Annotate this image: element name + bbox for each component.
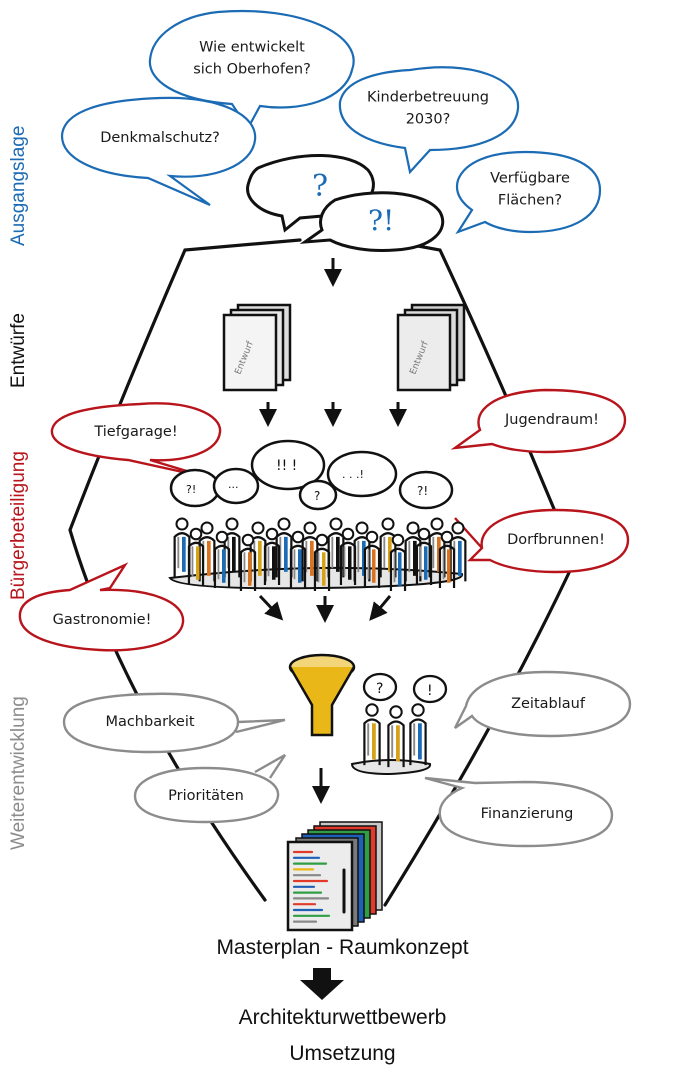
bubble-zeitablauf bbox=[453, 670, 632, 738]
flaechen-line2: Flächen? bbox=[497, 193, 563, 209]
crowd-bubble-3: ? bbox=[314, 489, 320, 503]
finanzierung-text: Finanzierung bbox=[480, 805, 574, 822]
bubble-prioritaeten bbox=[133, 753, 287, 824]
crowd-back-person-3 bbox=[263, 527, 281, 586]
bubble-jugendraum bbox=[450, 388, 627, 454]
crowd-person-0 bbox=[173, 517, 191, 578]
team-person-2 bbox=[409, 703, 427, 766]
bubble-denkmalschutz bbox=[60, 96, 257, 207]
crowd-back-person-5 bbox=[313, 533, 331, 592]
crowd-back-person-8 bbox=[389, 533, 407, 592]
crowd-back-person-7 bbox=[363, 530, 381, 589]
flaechen-line1: Verfügbare bbox=[490, 170, 570, 187]
crowd-back-person-4 bbox=[289, 530, 307, 589]
bubble-machbarkeit bbox=[62, 692, 286, 754]
bubble-text-oberhofen: Wie entwickelt sich Oberhofen? bbox=[193, 37, 311, 82]
crowd-back-person-6 bbox=[339, 527, 357, 586]
phase-label-buergerbeteiligung: Bürgerbeteiligung bbox=[8, 451, 29, 600]
crowd-person-1 bbox=[198, 521, 216, 582]
bubble-verfuegbare-flaechen bbox=[455, 150, 602, 235]
wettbewerb-title: Architekturwettbewerb bbox=[238, 1006, 447, 1029]
mark-single: ? bbox=[312, 169, 328, 204]
masterplan-title: Masterplan - Raumkonzept bbox=[216, 936, 469, 959]
crowd-back-person-2 bbox=[239, 533, 257, 592]
crowd-bubble-4: . . .! bbox=[342, 468, 364, 481]
crowd-back-person-9 bbox=[415, 527, 433, 586]
crowd-person-10 bbox=[428, 517, 446, 578]
crowd-bubble-0: ?! bbox=[186, 483, 196, 496]
team-person-0 bbox=[363, 703, 381, 766]
question-bubbles bbox=[246, 154, 445, 252]
filter-funnel bbox=[288, 653, 356, 737]
denkmal-text: Denkmalschutz? bbox=[100, 129, 220, 146]
result-arrow bbox=[300, 968, 344, 1000]
crowd-bubble-1: ... bbox=[228, 478, 239, 491]
bubble-oberhofen bbox=[148, 9, 355, 131]
flow-arrows bbox=[258, 258, 407, 804]
zeitablauf-text: Zeitablauf bbox=[511, 695, 585, 712]
phase-label-ausgangslage: Ausgangslage bbox=[8, 125, 29, 246]
draft-stack-right bbox=[396, 303, 466, 392]
crowd-bubble-2: !! ! bbox=[276, 458, 297, 474]
phase-label-entwuerfe: Entwürfe bbox=[8, 313, 29, 388]
umsetzung-title: Umsetzung bbox=[289, 1042, 396, 1065]
team-bubble-1: ! bbox=[427, 683, 433, 699]
crowd-person-9 bbox=[404, 521, 422, 582]
planning-team bbox=[350, 703, 431, 776]
gastronomie-text: Gastronomie! bbox=[52, 611, 152, 628]
phase-label-weiterentwicklung: Weiterentwicklung bbox=[8, 696, 29, 850]
jugendraum-text: Jugendraum! bbox=[505, 411, 599, 428]
team-speech-bubbles bbox=[362, 672, 448, 704]
bubble-gastronomie bbox=[18, 562, 185, 652]
oberhofen-line1: Wie entwickelt bbox=[199, 39, 305, 56]
bubble-kinderbetreuung bbox=[338, 66, 520, 175]
crowd-person-5 bbox=[301, 521, 319, 582]
citizen-crowd bbox=[168, 517, 467, 592]
oberhofen-line2: sich Oberhofen? bbox=[193, 62, 311, 78]
bubble-text-kinder: Kinderbetreuung 2030? bbox=[367, 87, 489, 132]
mark-double: ?! bbox=[368, 204, 394, 237]
crowd-bubble-5: ?! bbox=[417, 484, 428, 498]
team-person-1 bbox=[387, 705, 405, 768]
bubble-text-flaechen: Verfügbare Flächen? bbox=[490, 168, 570, 213]
kinder-line1: Kinderbetreuung bbox=[367, 89, 489, 106]
crowd-person-8 bbox=[379, 517, 397, 578]
draft-stack-left bbox=[222, 303, 292, 392]
tiefgarage-text: Tiefgarage! bbox=[94, 423, 178, 440]
crowd-back-person-1 bbox=[213, 530, 231, 589]
machbarkeit-text: Machbarkeit bbox=[105, 713, 195, 730]
dorfbrunnen-text: Dorfbrunnen! bbox=[507, 531, 605, 548]
kinder-line2: 2030? bbox=[405, 112, 451, 128]
prioritaeten-text: Prioritäten bbox=[168, 787, 244, 804]
masterplan-document bbox=[286, 821, 383, 932]
team-bubble-0: ? bbox=[376, 681, 383, 697]
bubble-finanzierung bbox=[424, 776, 614, 848]
crowd-back-person-0 bbox=[187, 527, 205, 586]
crowd-back-person-10 bbox=[438, 530, 456, 589]
crowd-speech-bubbles bbox=[169, 439, 454, 511]
